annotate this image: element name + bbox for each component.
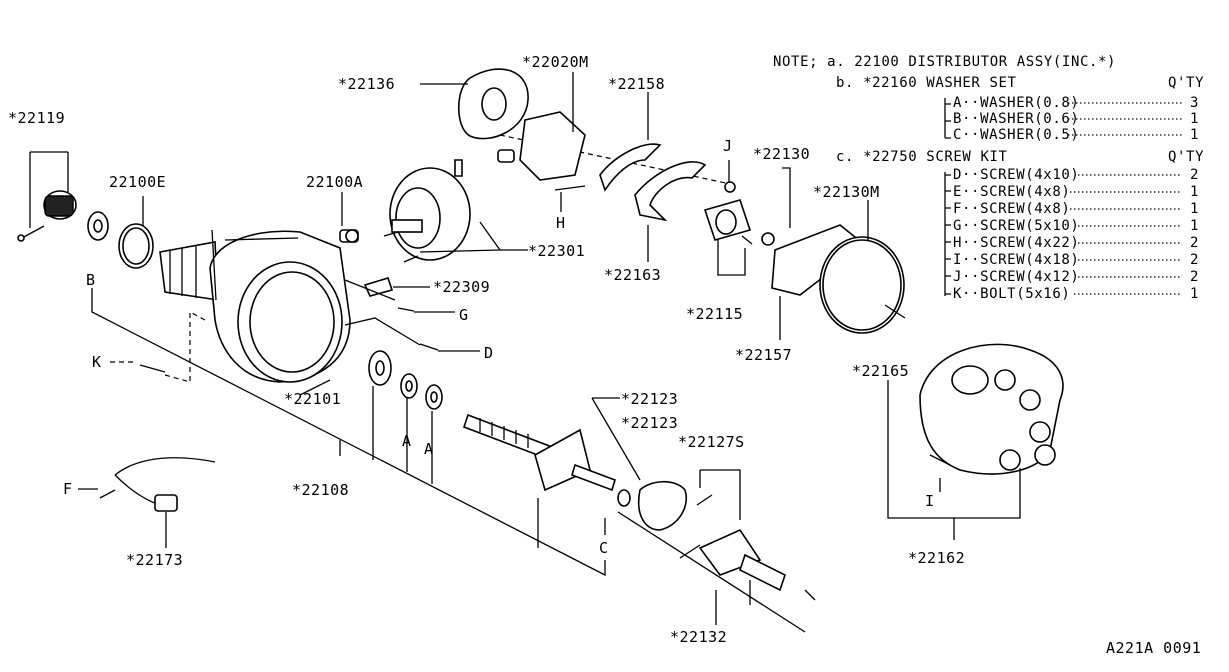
note-washer-b: B··WASHER(0.6) — [953, 111, 1079, 127]
leader-dots-screw — [1070, 174, 1182, 295]
label-22157: *22157 — [735, 346, 792, 364]
distributor-cap-drawing — [919, 343, 1064, 475]
qty-d: 2 — [1190, 167, 1199, 183]
o-ring-inner — [122, 227, 150, 265]
note-washer-a: A··WASHER(0.8) — [953, 95, 1079, 111]
drive-gear-drawing — [17, 190, 77, 242]
label-22100a: 22100A — [306, 173, 363, 191]
contact-set-drawing — [497, 111, 586, 191]
label-22123-a: *22123 — [621, 390, 678, 408]
label-22165: *22165 — [852, 362, 909, 380]
qty-h: 2 — [1190, 235, 1199, 251]
washer-b-hole — [93, 219, 103, 233]
qty-header-washer: Q'TY — [1168, 75, 1204, 91]
gasket-22130m-inner — [822, 239, 902, 331]
housing-drawing — [159, 229, 359, 383]
note-bolt-k: K··BOLT(5x16) — [953, 286, 1070, 302]
screw-g-drawing — [397, 307, 415, 312]
note-title: NOTE; a. 22100 DISTRIBUTOR ASSY(INC.*) — [773, 54, 1116, 70]
label-22101: *22101 — [284, 390, 341, 408]
qty-g: 1 — [1190, 218, 1199, 234]
label-22130: *22130 — [753, 145, 810, 163]
washer-c-drawing — [617, 489, 631, 507]
label-22162: *22162 — [908, 549, 965, 567]
screw-22100a-drawing — [345, 229, 359, 243]
label-22163: *22163 — [604, 266, 661, 284]
label-22173: *22173 — [126, 551, 183, 569]
spring-22163-drawing — [634, 161, 707, 222]
leader-dots-washer — [1068, 102, 1182, 136]
label-22020m: *22020M — [522, 53, 589, 71]
note-screw-j: J··SCREW(4x12) — [953, 269, 1079, 285]
leader-lines — [29, 72, 1021, 633]
screw-d-drawing — [419, 343, 439, 351]
note-screw-kit: c. *22750 SCREW KIT — [836, 149, 1008, 165]
note-washer-c: C··WASHER(0.5) — [953, 127, 1079, 143]
bracket-screw-kit — [944, 172, 951, 296]
note-screw-f: F··SCREW(4x8) — [953, 201, 1070, 217]
rotor-drawing — [703, 181, 753, 245]
shaft-drawing — [462, 413, 616, 492]
qty-i: 2 — [1190, 252, 1199, 268]
bracket-washer-set — [944, 98, 951, 139]
label-a-2: A — [424, 440, 434, 458]
label-b: B — [86, 271, 96, 289]
label-22136: *22136 — [338, 75, 395, 93]
note-screw-e: E··SCREW(4x8) — [953, 184, 1070, 200]
seal-22130-drawing — [761, 232, 775, 246]
label-22132: *22132 — [670, 628, 727, 646]
shaft-22132-drawing — [698, 528, 816, 601]
qty-f: 1 — [1190, 201, 1199, 217]
label-a-1: A — [402, 432, 412, 450]
harness-drawing — [99, 457, 216, 512]
note-washer-set: b. *22160 WASHER SET — [836, 75, 1017, 91]
label-f: F — [63, 480, 73, 498]
label-g: G — [459, 306, 469, 324]
qty-k: 1 — [1190, 286, 1199, 302]
clip-22309-drawing — [363, 277, 394, 297]
label-22123-b: *22123 — [621, 414, 678, 432]
spring-22158-drawing — [599, 143, 662, 192]
label-22100e: 22100E — [109, 173, 166, 191]
label-22158: *22158 — [608, 75, 665, 93]
label-22309: *22309 — [433, 278, 490, 296]
label-22119: *22119 — [8, 109, 65, 127]
qty-j: 2 — [1190, 269, 1199, 285]
figure-code: A221A 0091 — [1106, 639, 1201, 657]
vacuum-unit-drawing — [383, 159, 471, 263]
label-22108: *22108 — [292, 481, 349, 499]
note-screw-h: H··SCREW(4x22) — [953, 235, 1079, 251]
qty-b: 1 — [1190, 111, 1199, 127]
label-22127s: *22127S — [678, 433, 745, 451]
qty-c: 1 — [1190, 127, 1199, 143]
label-h: H — [556, 214, 566, 232]
note-block: NOTE; a. 22100 DISTRIBUTOR ASSY(INC.*) b… — [773, 54, 1204, 302]
label-22301: *22301 — [528, 242, 585, 260]
label-22115: *22115 — [686, 305, 743, 323]
qty-a: 3 — [1190, 95, 1199, 111]
label-j: J — [723, 137, 733, 155]
note-screw-d: D··SCREW(4x10) — [953, 167, 1079, 183]
label-k: K — [92, 353, 102, 371]
governor-drawing — [638, 480, 687, 531]
label-c: C — [599, 539, 609, 557]
qty-e: 1 — [1190, 184, 1199, 200]
note-screw-i: I··SCREW(4x18) — [953, 252, 1079, 268]
screw-22165-drawing — [884, 304, 906, 319]
callout-labels: *22136 *22020M *22158 *22119 22100E 2210… — [8, 53, 965, 646]
breaker-plate-drawing — [458, 68, 736, 186]
springs-22127s-drawing — [679, 494, 713, 559]
bolt-k-drawing — [139, 364, 166, 373]
label-i: I — [925, 492, 935, 510]
note-screw-g: G··SCREW(5x10) — [953, 218, 1079, 234]
label-d: D — [484, 344, 494, 362]
label-22130m: *22130M — [813, 183, 880, 201]
qty-header-screw: Q'TY — [1168, 149, 1204, 165]
